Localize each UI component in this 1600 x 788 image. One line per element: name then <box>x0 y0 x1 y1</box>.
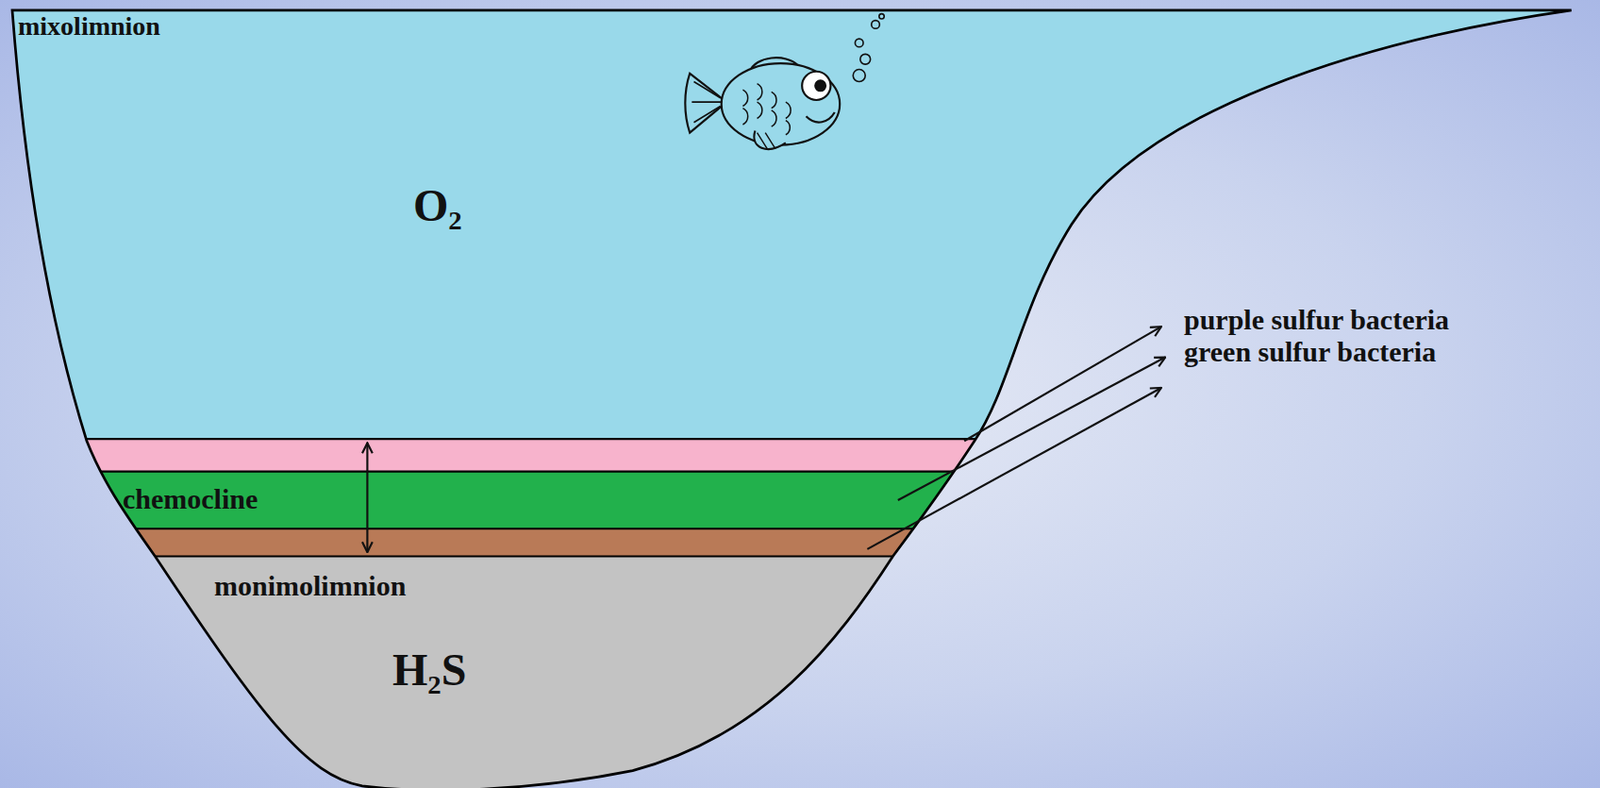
leader-arrows <box>866 326 1166 550</box>
chemocline-band: chemocline <box>97 471 960 529</box>
bacteria-label-holder: green sulfur bacteria <box>1183 335 1436 367</box>
mixolimnion-region: mixolimnionO₂ <box>12 10 1569 439</box>
gas-formula-holder: O₂ <box>413 181 463 232</box>
fish <box>684 57 840 150</box>
monimolimnion-region: monimolimnionH₂S <box>154 556 893 784</box>
lake-outline <box>12 10 1572 788</box>
bacteria-label: purple sulfur bacteria <box>1183 303 1450 335</box>
gas-formula: H₂S <box>392 644 467 695</box>
band-name-holder: chemocline <box>122 483 258 515</box>
region-name-holder: mixolimnion <box>17 12 161 42</box>
bacteria-label-holder: purple sulfur bacteria <box>1183 303 1450 335</box>
gas-formula-holder: H₂S <box>392 645 467 696</box>
region-name: monimolimnion <box>214 569 406 601</box>
chemocline-extent-arrow <box>366 442 368 552</box>
region-name-holder: monimolimnion <box>214 569 406 601</box>
bubbles <box>852 14 884 83</box>
region-name: mixolimnion <box>17 11 161 41</box>
band-name: chemocline <box>122 483 258 515</box>
bacteria-label: green sulfur bacteria <box>1183 335 1436 367</box>
gas-formula: O₂ <box>413 180 463 231</box>
